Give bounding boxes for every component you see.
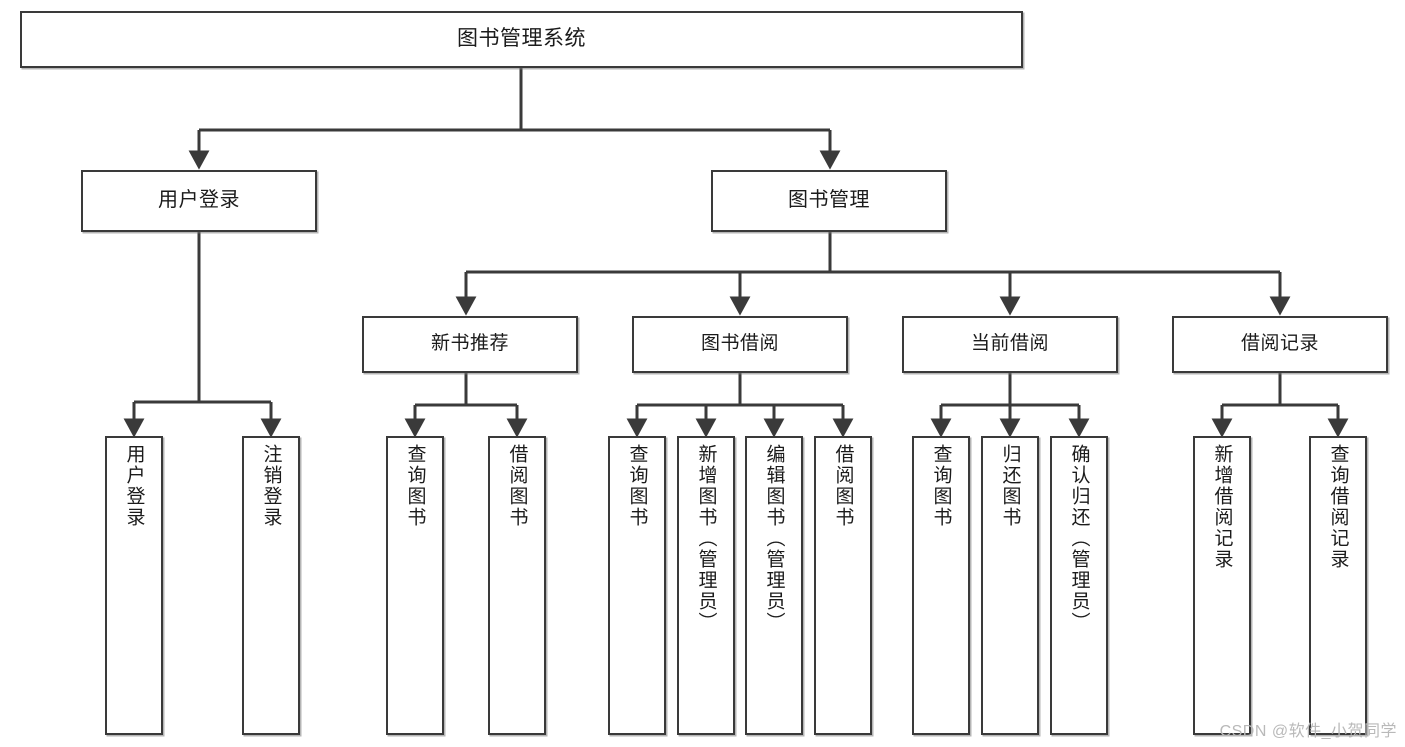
node-leaf-confirm-return[interactable]: 确认归还（管理员） [1050,436,1108,735]
node-leaf-user-logout[interactable]: 注销登录 [242,436,300,735]
node-leaf-query-book-1[interactable]: 查询图书 [386,436,444,735]
node-current-borrow[interactable]: 当前借阅 [902,316,1118,373]
node-book-management-label: 图书管理 [788,189,870,212]
node-leaf-borrow-book-2-label: 借阅图书 [832,444,854,528]
node-leaf-query-book-3[interactable]: 查询图书 [912,436,970,735]
node-current-borrow-label: 当前借阅 [970,333,1049,355]
node-leaf-borrow-book-1-label: 借阅图书 [506,444,528,528]
node-leaf-borrow-book-2[interactable]: 借阅图书 [814,436,872,735]
node-book-borrow[interactable]: 图书借阅 [632,316,848,373]
node-leaf-query-book-2-label: 查询图书 [626,444,648,528]
node-leaf-query-book-2[interactable]: 查询图书 [608,436,666,735]
node-leaf-add-record-label: 新增借阅记录 [1211,444,1233,570]
node-leaf-add-book-label: 新增图书（管理员） [695,444,717,633]
watermark-text: CSDN @软件_小贺同学 [1219,723,1397,740]
node-user-login[interactable]: 用户登录 [81,170,317,232]
node-book-management[interactable]: 图书管理 [711,170,947,232]
node-leaf-query-record[interactable]: 查询借阅记录 [1309,436,1367,735]
node-leaf-query-record-label: 查询借阅记录 [1327,444,1349,570]
node-leaf-confirm-return-label: 确认归还（管理员） [1068,444,1090,633]
node-leaf-edit-book-label: 编辑图书（管理员） [763,444,785,633]
node-leaf-add-book[interactable]: 新增图书（管理员） [677,436,735,735]
node-root-label: 图书管理系统 [457,27,586,51]
node-new-book-recommend-label: 新书推荐 [430,333,509,355]
node-book-borrow-label: 图书借阅 [700,333,779,355]
node-leaf-query-book-1-label: 查询图书 [404,444,426,528]
node-root[interactable]: 图书管理系统 [20,11,1023,68]
node-leaf-add-record[interactable]: 新增借阅记录 [1193,436,1251,735]
node-new-book-recommend[interactable]: 新书推荐 [362,316,578,373]
node-leaf-borrow-book-1[interactable]: 借阅图书 [488,436,546,735]
node-user-login-label: 用户登录 [158,189,240,212]
node-leaf-user-login[interactable]: 用户登录 [105,436,163,735]
node-leaf-query-book-3-label: 查询图书 [930,444,952,528]
node-borrow-record-label: 借阅记录 [1240,333,1319,355]
node-leaf-user-login-label: 用户登录 [123,444,145,528]
node-leaf-user-logout-label: 注销登录 [260,444,282,528]
node-leaf-edit-book[interactable]: 编辑图书（管理员） [745,436,803,735]
node-borrow-record[interactable]: 借阅记录 [1172,316,1388,373]
node-leaf-return-book-label: 归还图书 [999,444,1021,528]
node-leaf-return-book[interactable]: 归还图书 [981,436,1039,735]
